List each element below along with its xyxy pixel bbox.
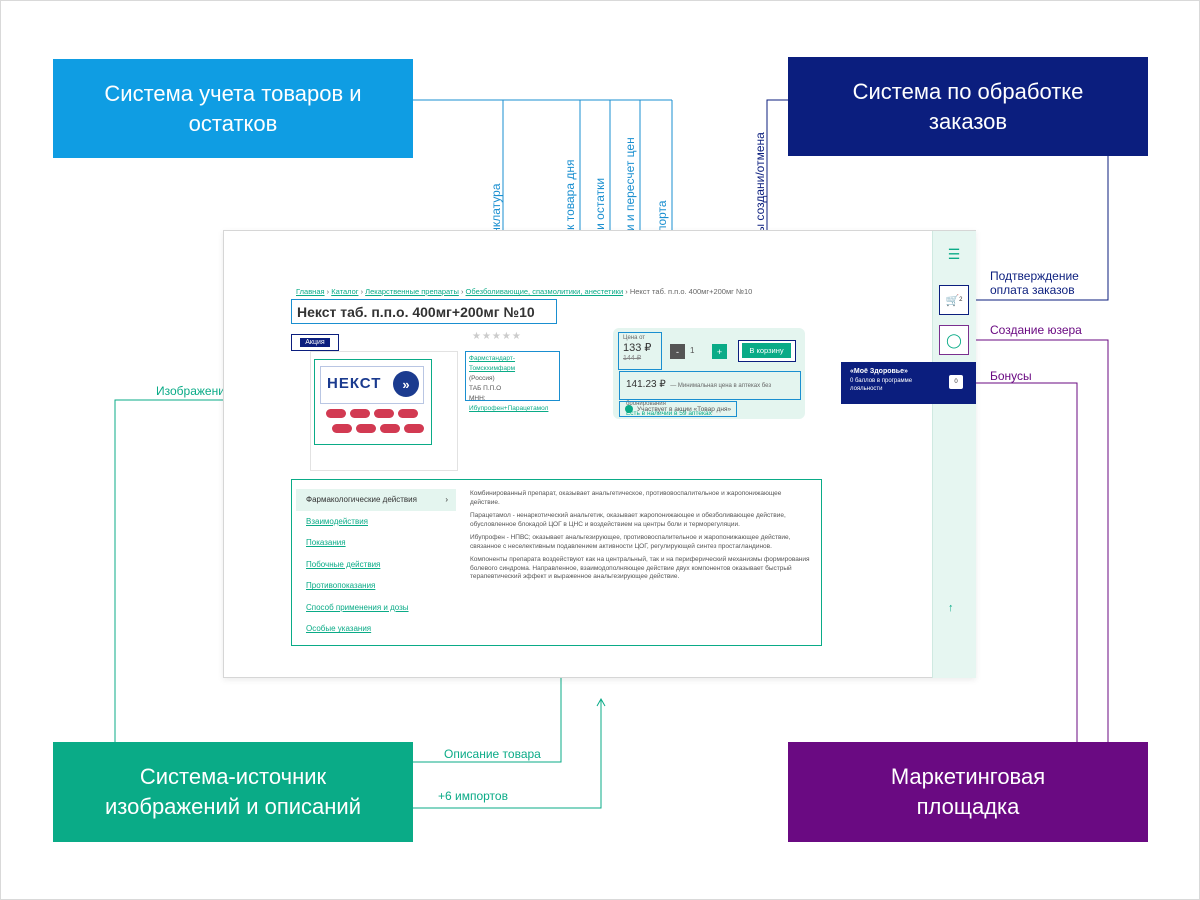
line-create-user [969,339,1109,742]
qty-plus-button[interactable]: + [712,344,727,359]
min-price-box: 141.23 ₽ — Минимальная цена в аптеках бе… [619,371,801,417]
chevron-right-icon: › [445,495,448,505]
loyalty-icon: 0 [949,375,963,389]
search-list-icon[interactable]: ☰ [947,245,961,262]
tab-side-effects[interactable]: Побочные действия [306,559,381,569]
country: (Россия) [469,375,495,382]
system-marketing: Маркетинговая площадка [788,742,1148,842]
breadcrumb-current: Некст таб. п.п.о. 400мг+200мг №10 [629,287,753,296]
tab-interactions[interactable]: Взаимодействия [306,516,368,526]
cart-icon[interactable]: 🛒2 [939,285,969,315]
breadcrumb-item[interactable]: Лекарственные препараты [365,287,459,296]
product-pack: НЕКСТ » [320,366,424,404]
user-icon[interactable]: ◯ [939,325,969,355]
arrow-imports-6 [596,697,606,707]
label-create-user: Создание юзера [990,323,1082,337]
dosage-form: ТАБ П.П.О [469,385,502,392]
line-confirm-pay [969,156,1109,301]
deal-of-day: Участвует в акции «Товар дня» [619,401,737,417]
promo-badge: Акция [291,334,339,351]
breadcrumb-item[interactable]: Обезболивающие, спазмолитики, анестетики [465,287,624,296]
label-bonuses: Бонусы [990,369,1032,383]
tab-dosage[interactable]: Способ применения и дозы [306,602,409,612]
old-price: 144 ₽ [623,355,642,362]
manufacturer-link[interactable]: Фармстандарт-Томскхимфарм [469,355,516,372]
tab-pharma-action[interactable]: Фармакологические действия› [296,489,456,511]
line-imports-6 [413,700,602,809]
loyalty-widget[interactable]: «Моё Здоровье» 0 баллов в программе лоял… [841,362,976,404]
product-image-box [310,351,458,471]
label-product-desc: Описание товара [444,747,541,761]
deal-icon [625,405,633,413]
add-to-cart-button[interactable]: В корзину [738,340,796,362]
brand-chevron-icon: » [393,371,419,397]
system-orders: Система по обработке заказов [788,57,1148,156]
inn-link[interactable]: Ибупрофен+Парацетамол [469,405,549,412]
tab-contraindications[interactable]: Противопоказания [306,581,376,591]
availability-link[interactable]: Есть в наличии в 59 аптеках [626,410,712,417]
tab-special-notes[interactable]: Особые указания [306,624,372,634]
breadcrumb: Главная › Каталог › Лекарственные препар… [296,287,753,296]
product-title: Некст таб. п.п.о. 400мг+200мг №10 [291,299,557,324]
price-box: Цена от 133 ₽ 144 ₽ [618,332,662,370]
arrow-up-icon[interactable]: ↑ [948,602,954,614]
qty-value[interactable]: 1 [690,346,695,355]
breadcrumb-item[interactable]: Главная [296,287,325,296]
system-images: Система-источник изображений и описаний [53,742,413,842]
tab-indications[interactable]: Показания [306,538,346,548]
system-inventory: Система учета товаров и остатков [53,59,413,158]
manufacturer-info: Фармстандарт-Томскхимфарм (Россия) ТАБ П… [465,351,560,412]
product-page-mockup [223,230,976,678]
description-panel [291,479,822,646]
rating-stars[interactable]: ★★★★★ [472,331,522,342]
label-confirm-pay: Подтверждение оплата заказов [990,269,1079,297]
line-product-desc [413,646,562,763]
pills-blister [322,404,424,440]
label-imports-6: +6 импортов [438,789,508,803]
line-bonuses [976,382,1078,742]
description-tabs: Фармакологические действия› Взаимодейств… [296,489,456,640]
qty-minus-button[interactable]: - [670,344,685,359]
price: 133 ₽ [623,342,652,354]
brand-logo: НЕКСТ [327,375,382,392]
breadcrumb-item[interactable]: Каталог [331,287,359,296]
description-text: Комбинированный препарат, оказывает анал… [470,490,810,580]
